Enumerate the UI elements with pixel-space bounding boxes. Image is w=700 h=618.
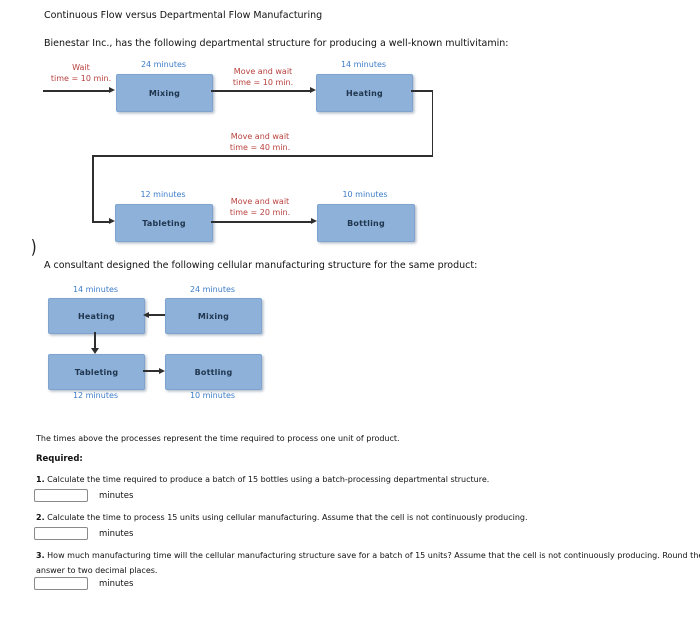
process-box-bottling: Bottling (317, 204, 415, 242)
time-label-bottling: 10 minutes (342, 190, 388, 199)
wait-label-line1: Wait (72, 63, 90, 72)
cell-connector-mixing-to-heating (149, 314, 165, 316)
question-1-number: 1. (36, 475, 45, 484)
cell-box-tableting: Tableting (48, 354, 145, 390)
time-label-heating: 14 minutes (340, 60, 387, 69)
question-2-body: Calculate the time to process 15 units u… (44, 513, 528, 522)
question-2-number: 2. (36, 513, 45, 522)
move-wait-20-line2: time = 20 min. (229, 208, 291, 217)
answer-row-1: minutes (34, 489, 133, 502)
move-wait-20-line1: Move and wait (230, 197, 290, 206)
move-wait-40-line2: time = 40 min. (229, 143, 291, 152)
answer-input-2[interactable] (34, 527, 88, 540)
process-box-mixing: Mixing (116, 74, 213, 112)
question-3-text-line2: answer to two decimal places. (36, 566, 158, 575)
answer-row-2: minutes (34, 527, 133, 540)
connector-right-vertical (431, 90, 433, 156)
cell-connector-tableting-to-bottling (143, 370, 159, 372)
question-3-number: 3. (36, 551, 45, 560)
cell-arrowhead-into-tableting (91, 348, 99, 354)
unit-label-2: minutes (99, 528, 134, 539)
arrowhead-into-mixing (109, 87, 115, 93)
wait-label-line2: time = 10 min. (50, 74, 112, 83)
unit-label-3: minutes (99, 578, 134, 589)
arrowhead-into-tableting (109, 218, 115, 224)
unit-label-1: minutes (99, 490, 134, 501)
margin-artifact-mark: ) (30, 236, 37, 258)
cell-connector-heating-to-tableting (93, 332, 96, 349)
move-wait-10-line1: Move and wait (233, 67, 293, 76)
answer-row-3: minutes (34, 577, 133, 590)
connector-mixing-to-heating (211, 90, 311, 92)
cell-time-label-heating: 14 minutes (72, 285, 119, 294)
cell-arrowhead-into-heating (143, 311, 149, 318)
arrowhead-into-heating (310, 87, 316, 93)
move-wait-label-20: Move and wait time = 20 min. (221, 196, 299, 218)
connector-return-horizontal (92, 155, 433, 157)
process-box-tableting: Tableting (115, 204, 213, 242)
cell-time-label-tableting: 12 minutes (72, 391, 119, 400)
cell-arrowhead-into-bottling (159, 367, 165, 374)
answer-input-1[interactable] (34, 489, 88, 502)
question-1-text: 1. Calculate the time required to produc… (36, 475, 489, 484)
process-box-heating: Heating (316, 74, 413, 112)
question-3-text-line1: 3. How much manufacturing time will the … (36, 551, 700, 560)
required-heading: Required: (36, 454, 83, 464)
times-note: The times above the processes represent … (36, 434, 400, 443)
question-1-body: Calculate the time required to produce a… (44, 475, 490, 484)
move-wait-label-10: Move and wait time = 10 min. (224, 66, 302, 88)
connector-start-to-mixing (43, 90, 110, 92)
move-wait-10-line2: time = 10 min. (232, 78, 294, 87)
time-label-mixing: 24 minutes (140, 60, 187, 69)
wait-label-start: Wait time = 10 min. (44, 62, 118, 84)
move-wait-label-40: Move and wait time = 40 min. (221, 131, 299, 153)
cell-box-bottling: Bottling (165, 354, 262, 390)
connector-into-tableting (92, 221, 110, 223)
cell-box-mixing: Mixing (165, 298, 262, 334)
intro-text: Bienestar Inc., has the following depart… (44, 38, 509, 49)
connector-tableting-to-bottling (211, 221, 311, 223)
cell-time-label-mixing: 24 minutes (189, 285, 236, 294)
connector-heating-out (411, 90, 433, 92)
cell-box-heating: Heating (48, 298, 145, 334)
time-label-tableting: 12 minutes (140, 190, 186, 199)
page-title: Continuous Flow versus Departmental Flow… (44, 10, 323, 21)
arrowhead-into-bottling (311, 218, 317, 224)
consultant-text: A consultant designed the following cell… (44, 260, 478, 271)
connector-left-vertical (92, 155, 94, 222)
question-3-body: How much manufacturing time will the cel… (44, 551, 700, 560)
move-wait-40-line1: Move and wait (230, 132, 290, 141)
answer-input-3[interactable] (34, 577, 88, 590)
cell-time-label-bottling: 10 minutes (189, 391, 236, 400)
question-2-text: 2. Calculate the time to process 15 unit… (36, 513, 528, 522)
